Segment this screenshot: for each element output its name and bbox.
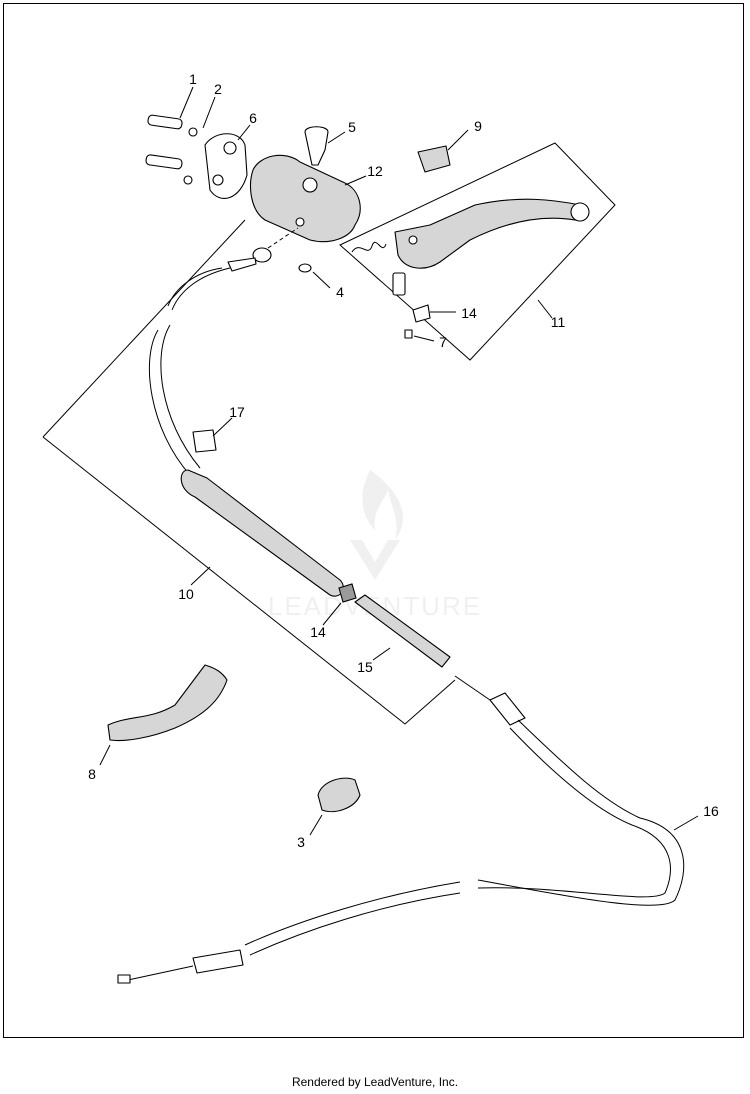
diagram-frame [3, 3, 744, 1038]
callout-7: 7 [439, 334, 447, 350]
callout-3: 3 [297, 834, 305, 850]
clip [412, 304, 431, 323]
housing-12 [250, 154, 361, 243]
pivot-pin-5 [304, 126, 329, 166]
callout-2: 2 [214, 81, 222, 97]
callout-14-lower: 14 [310, 624, 326, 640]
nut-4 [298, 263, 312, 273]
callout-9: 9 [474, 118, 482, 134]
callout-6: 6 [249, 110, 257, 126]
pin-1 [145, 114, 183, 170]
screw-7 [404, 329, 413, 339]
washer-2b [183, 175, 193, 185]
lever-11 [394, 198, 586, 269]
footer-credit: Rendered by LeadVenture, Inc. [291, 1075, 459, 1089]
exploded-parts-diagram: LEADVENTURE [42, 71, 719, 984]
callout-1: 1 [189, 71, 197, 87]
group-outline-11 [339, 142, 616, 361]
cable-16 [117, 675, 685, 984]
spring [351, 241, 387, 253]
callout-12: 12 [367, 163, 383, 179]
washer-2 [188, 127, 198, 137]
pad-9 [417, 145, 451, 173]
cable-10-outer [148, 324, 201, 476]
callout-5: 5 [348, 119, 356, 135]
cable-10-sleeve [180, 469, 344, 597]
callout-16: 16 [703, 803, 719, 819]
adjuster-15 [354, 594, 451, 668]
callout-4: 4 [336, 284, 344, 300]
ferrule-14-lower [338, 583, 357, 603]
callout-15: 15 [357, 659, 373, 675]
clamp-3 [317, 777, 361, 813]
leadventure-watermark: LEADVENTURE [268, 470, 480, 621]
leader-lines [99, 86, 699, 836]
callout-17: 17 [229, 404, 245, 420]
callout-10: 10 [178, 586, 194, 602]
bushing-14-upper [392, 272, 406, 296]
group-outline-10 [42, 219, 456, 725]
callout-14-upper: 14 [461, 305, 477, 321]
bracket-8 [107, 664, 228, 741]
callout-11: 11 [551, 314, 566, 330]
grommet-17 [192, 429, 217, 453]
cable-end-upper [167, 227, 299, 311]
callout-8: 8 [88, 766, 96, 782]
